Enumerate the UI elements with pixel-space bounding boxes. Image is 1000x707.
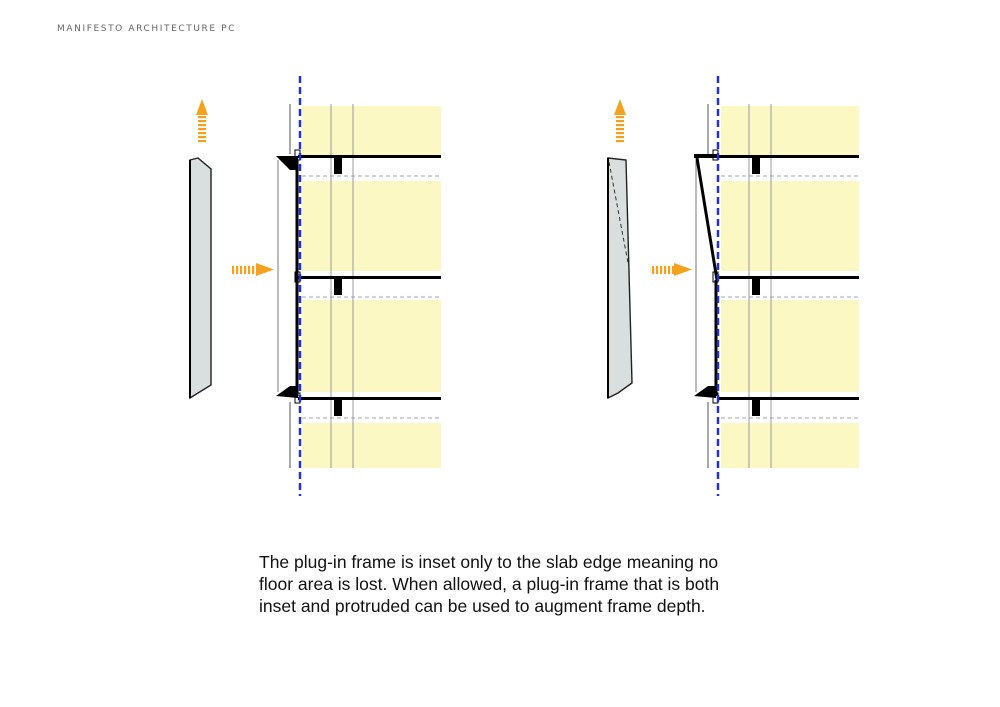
floor-band bbox=[302, 423, 441, 468]
document-header: MANIFESTO ARCHITECTURE PC bbox=[57, 24, 237, 34]
floor-band bbox=[721, 106, 859, 156]
arrow-right-icon bbox=[650, 263, 692, 276]
floor-slab bbox=[717, 155, 859, 174]
plug-in-frame bbox=[276, 104, 299, 468]
caption-line: floor area is lost. When allowed, a plug… bbox=[259, 574, 720, 594]
section-inset-and-protruded bbox=[607, 76, 859, 496]
floor-slab bbox=[298, 397, 441, 416]
section-inset-only bbox=[189, 76, 441, 496]
plug-in-frame bbox=[694, 104, 719, 468]
floor-band bbox=[302, 181, 441, 271]
floor-slab bbox=[717, 276, 859, 295]
floor-band bbox=[721, 181, 859, 271]
floor-slab bbox=[298, 155, 441, 174]
detached-frame-panel bbox=[607, 157, 633, 400]
arrow-up-icon bbox=[614, 99, 626, 144]
floor-band bbox=[302, 300, 441, 392]
arrow-right-icon bbox=[232, 263, 274, 276]
detached-frame-panel bbox=[189, 157, 212, 400]
diagram-caption: The plug-in frame is inset only to the s… bbox=[259, 551, 819, 617]
floor-band bbox=[721, 423, 859, 468]
floor-slab bbox=[717, 397, 859, 416]
caption-line: The plug-in frame is inset only to the s… bbox=[259, 552, 719, 572]
floor-band bbox=[302, 106, 441, 156]
caption-line: inset and protruded can be used to augme… bbox=[259, 596, 706, 616]
floor-band bbox=[721, 300, 859, 392]
arrow-up-icon bbox=[196, 99, 208, 144]
floor-slab bbox=[298, 276, 441, 295]
